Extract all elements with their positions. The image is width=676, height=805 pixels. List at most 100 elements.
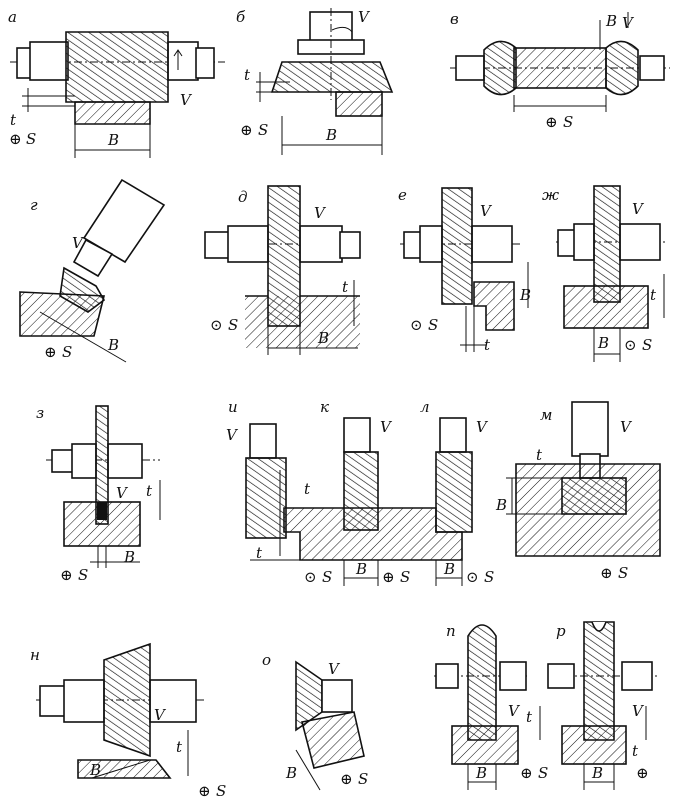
panel-p: п V t B ⊕ S [434, 622, 548, 790]
label-s: S [642, 336, 652, 354]
label-b: B [317, 329, 329, 347]
spacer-right [499, 661, 527, 691]
label-b: B [519, 286, 531, 304]
label-v: V [632, 702, 645, 720]
spacer-right [471, 225, 513, 263]
symbol-feed: ⊙ [410, 316, 423, 334]
label-v: V [314, 204, 327, 222]
panel-letter-n: н [30, 646, 40, 664]
panel-letter-d: д [238, 188, 248, 206]
panel-letter-g: г [30, 196, 38, 214]
label-v: V [632, 200, 645, 218]
symbol-feed: ⊕ [545, 113, 558, 131]
workpiece [77, 759, 172, 779]
label-t: t [10, 111, 17, 129]
label-t: t [244, 66, 251, 84]
label-v-l: V [476, 418, 489, 436]
t-slot-cutter [561, 477, 627, 515]
label-b-l: B [443, 560, 455, 578]
label-t: t [146, 482, 153, 500]
end-mill-k [343, 451, 379, 531]
workpiece [301, 711, 365, 769]
panel-letter-e: е [398, 186, 407, 204]
side-cutter [593, 185, 621, 303]
label-s: S [563, 113, 573, 131]
cylindrical-cutter [65, 31, 169, 103]
spacer-right [167, 41, 199, 81]
workpiece [473, 281, 515, 331]
arbor-right [639, 55, 665, 81]
label-s-l: S [484, 568, 494, 586]
label-v: V [154, 706, 167, 724]
label-s: S [78, 566, 88, 584]
label-s: S [358, 770, 368, 788]
spacer-right [149, 679, 197, 723]
side-cutter-right [605, 40, 639, 96]
label-v: V [620, 418, 633, 436]
symbol-feed: ⊙ [624, 336, 637, 354]
panel-letter-p: п [446, 622, 456, 640]
panel-r: р V t B ⊕ [547, 621, 660, 790]
label-s: S [26, 130, 36, 148]
panel-letter-k: к [320, 398, 329, 416]
label-t-i-bottom: t [256, 544, 263, 562]
panel-n: н V t B ⊕ S [30, 642, 226, 800]
label-b: B [285, 764, 297, 782]
concave-cutter [583, 621, 615, 741]
label-t: t [484, 336, 491, 354]
symbol-feed-l: ⊙ [466, 568, 479, 586]
v-arrow [173, 49, 183, 70]
b-dimension [295, 749, 321, 791]
symbol-feed: ⊕ [520, 764, 533, 782]
label-s: S [258, 121, 268, 139]
workpiece [245, 296, 360, 348]
arbor-right [339, 231, 361, 259]
spacer-right [621, 661, 653, 691]
label-b: B [325, 126, 337, 144]
symbol-feed-i: ⊙ [304, 568, 317, 586]
label-s: S [216, 782, 226, 800]
spacer-left [419, 225, 443, 263]
label-s-k: S [400, 568, 410, 586]
spacer-left [573, 223, 595, 261]
label-s: S [228, 316, 238, 334]
symbol-feed-k: ⊕ [382, 568, 395, 586]
spacer-right [619, 223, 661, 261]
label-b: B [495, 496, 507, 514]
panel-b: б V t B ⊕ S [236, 8, 394, 155]
spacer-right [107, 443, 143, 479]
panel-m: м V t B ⊕ S [495, 401, 661, 582]
label-v: V [508, 702, 521, 720]
panel-d: д V t B ⊙ S [204, 185, 361, 355]
label-t: t [632, 742, 639, 760]
workpiece [19, 291, 106, 337]
symbol-feed: ⊕ [60, 566, 73, 584]
end-mill-i [245, 457, 287, 539]
label-s: S [428, 316, 438, 334]
v-arrow [331, 26, 353, 33]
workpiece [451, 725, 519, 765]
arbor-left [204, 231, 232, 259]
arbor-left [455, 55, 485, 81]
spacer-left [227, 225, 269, 263]
symbol-feed: ⊕ [340, 770, 353, 788]
concave-profile [591, 621, 607, 632]
symbol-feed: ⊕ [636, 764, 649, 782]
spacer-left [63, 679, 105, 723]
label-b: B [475, 764, 487, 782]
symbol-feed: ⊕ [44, 343, 57, 361]
side-cutter-left [483, 40, 517, 96]
arbor [72, 238, 114, 278]
arbor [321, 679, 353, 713]
arbor-right [195, 47, 215, 79]
label-t: t [650, 286, 657, 304]
spindle-l [439, 417, 467, 453]
spindle-k [343, 417, 371, 453]
spindle [571, 401, 609, 457]
label-t: t [176, 738, 183, 756]
workpiece [563, 285, 649, 329]
symbol-feed: ⊙ [210, 316, 223, 334]
label-b: B [123, 548, 135, 566]
panel-v: в B V ⊕ S [450, 10, 670, 131]
b-dimension [39, 311, 127, 363]
